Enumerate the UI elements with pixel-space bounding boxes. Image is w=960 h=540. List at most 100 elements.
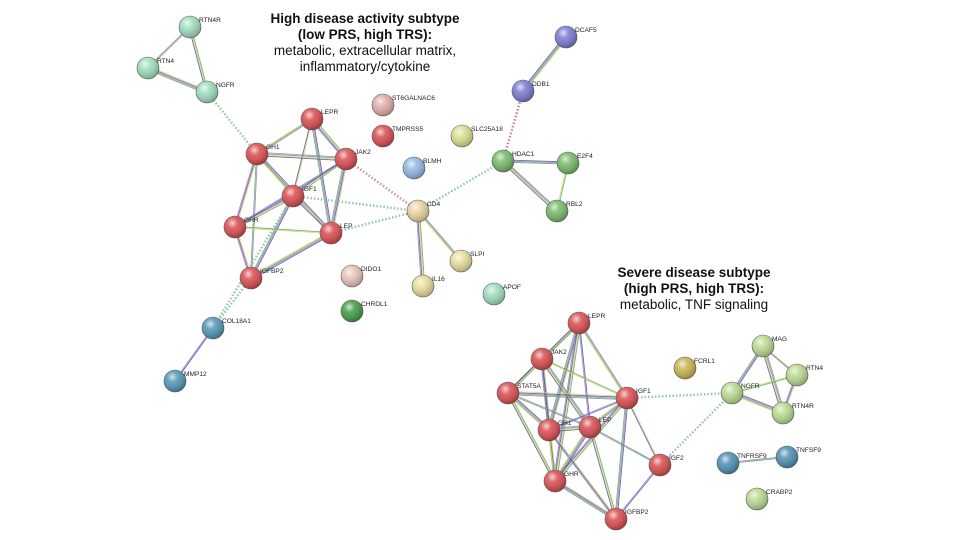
node-gloss bbox=[674, 357, 696, 379]
node-high-activity-igfbp2[interactable]: IGFBP2 bbox=[239, 266, 284, 290]
node-label: NGFR bbox=[741, 383, 760, 390]
node-severe-ngfr[interactable]: NGFR bbox=[720, 381, 760, 405]
node-label: JAK2 bbox=[551, 349, 567, 356]
caption-high-activity-line-2: inflammatory/cytokine bbox=[299, 58, 431, 74]
edge-high-activity-ngfr-gh1 bbox=[206, 91, 258, 155]
node-severe-stat5a[interactable]: STAT5A bbox=[496, 381, 542, 405]
node-gloss bbox=[492, 150, 514, 172]
node-gloss bbox=[512, 80, 534, 102]
node-high-activity-col18a1[interactable]: COL18A1 bbox=[201, 316, 251, 340]
node-gloss bbox=[776, 446, 798, 468]
node-high-activity-lep[interactable]: LEP bbox=[319, 221, 353, 245]
node-gloss bbox=[483, 283, 505, 305]
node-high-activity-cd4[interactable]: CD4 bbox=[406, 199, 441, 223]
node-severe-fcrl1[interactable]: FCRL1 bbox=[673, 356, 715, 380]
edge-severe-igf1-gh1 bbox=[548, 397, 628, 431]
node-label: RTN4R bbox=[792, 403, 814, 410]
node-severe-tnfsf9[interactable]: TNFSF9 bbox=[775, 445, 821, 469]
node-label: TNFRSF9 bbox=[737, 453, 767, 460]
node-high-activity-slpi[interactable]: SLPI bbox=[449, 249, 484, 273]
node-label: IL16 bbox=[432, 276, 445, 283]
node-severe-lepr[interactable]: LEPR bbox=[567, 311, 605, 335]
node-severe-tnfrsf9[interactable]: TNFRSF9 bbox=[716, 451, 767, 475]
node-label: RBL2 bbox=[566, 201, 583, 208]
node-severe-jak2[interactable]: JAK2 bbox=[530, 347, 567, 371]
node-label: IGFBP2 bbox=[260, 268, 284, 275]
node-high-activity-e2f4[interactable]: E2F4 bbox=[556, 151, 593, 175]
node-label: LEPR bbox=[321, 109, 338, 116]
node-high-activity-il16[interactable]: IL16 bbox=[411, 274, 445, 298]
node-severe-lep[interactable]: LEP bbox=[578, 415, 612, 439]
node-severe-mag[interactable]: MAG bbox=[751, 334, 787, 358]
edge-high-activity-cd4-il16 bbox=[415, 210, 426, 287]
node-high-activity-gh1[interactable]: GH1 bbox=[245, 142, 280, 166]
edge-high-activity-hdac1-ddb1 bbox=[501, 90, 525, 162]
node-label: IGF2 bbox=[669, 455, 684, 462]
node-severe-igf2[interactable]: IGF2 bbox=[648, 453, 684, 477]
node-high-activity-dcaf5[interactable]: DCAF5 bbox=[554, 25, 597, 49]
node-label: E2F4 bbox=[577, 153, 593, 160]
edge-high-activity-igf1-cd4 bbox=[292, 194, 419, 213]
edge-severe-gh1-igfbp2 bbox=[547, 429, 618, 520]
node-high-activity-ngfr[interactable]: NGFR bbox=[195, 80, 235, 104]
node-label: RTN4 bbox=[806, 365, 823, 372]
caption-severe-line-1: metabolic, TNF signaling bbox=[619, 296, 769, 312]
node-label: IGF1 bbox=[302, 186, 317, 193]
node-severe-rtn4r[interactable]: RTN4R bbox=[771, 401, 814, 425]
node-gloss bbox=[341, 265, 363, 287]
node-gloss bbox=[579, 416, 601, 438]
node-gloss bbox=[202, 317, 224, 339]
node-high-activity-apof[interactable]: APOF bbox=[482, 282, 521, 306]
node-high-activity-jak2[interactable]: JAK2 bbox=[334, 147, 371, 171]
edge-severe-jak2-igf1 bbox=[541, 358, 628, 399]
node-high-activity-rtn4r[interactable]: RTN4R bbox=[178, 15, 221, 39]
node-severe-rtn4[interactable]: RTN4 bbox=[785, 363, 823, 387]
node-high-activity-ddb1[interactable]: DDB1 bbox=[511, 79, 550, 103]
node-gloss bbox=[531, 348, 553, 370]
node-gloss bbox=[335, 148, 357, 170]
node-label: CD4 bbox=[427, 201, 441, 208]
node-gloss bbox=[546, 200, 568, 222]
node-high-activity-blmh[interactable]: BLMH bbox=[402, 156, 442, 180]
edge-high-activity-ghr-lep bbox=[234, 226, 332, 234]
node-gloss bbox=[721, 382, 743, 404]
node-high-activity-ghr[interactable]: GHR bbox=[223, 215, 259, 239]
node-high-activity-hdac1[interactable]: HDAC1 bbox=[491, 149, 535, 173]
node-high-activity-tmprss5[interactable]: TMPRSS5 bbox=[371, 124, 423, 148]
node-high-activity-igf1[interactable]: IGF1 bbox=[281, 184, 317, 208]
node-label: FCRL1 bbox=[694, 358, 715, 365]
edge-severe-lep-igfbp2 bbox=[588, 426, 618, 520]
edge-severe-ghr-igfbp2 bbox=[553, 479, 618, 521]
node-high-activity-mmp12[interactable]: MMP12 bbox=[163, 369, 207, 393]
node-gloss bbox=[746, 488, 768, 510]
edge-severe-lepr-ghr bbox=[552, 322, 582, 482]
node-high-activity-rtn4[interactable]: RTN4 bbox=[136, 56, 174, 80]
node-gloss bbox=[555, 26, 577, 48]
node-severe-ghr[interactable]: GHR bbox=[543, 469, 579, 493]
edge-severe-igf2-igfbp2 bbox=[615, 464, 661, 520]
node-high-activity-lepr[interactable]: LEPR bbox=[300, 107, 338, 131]
node-gloss bbox=[196, 81, 218, 103]
node-severe-igfbp2[interactable]: IGFBP2 bbox=[604, 507, 649, 531]
node-gloss bbox=[224, 216, 246, 238]
node-label: GH1 bbox=[266, 144, 280, 151]
node-severe-igf1[interactable]: IGF1 bbox=[615, 386, 651, 410]
node-label: ST6GALNAC6 bbox=[392, 95, 435, 102]
caption-high-activity-line-1: metabolic, extracellular matrix, bbox=[273, 42, 457, 58]
node-label: SLPI bbox=[470, 251, 484, 258]
node-label: DIDO1 bbox=[361, 266, 381, 273]
node-high-activity-st6galnac6[interactable]: ST6GALNAC6 bbox=[371, 93, 435, 117]
node-high-activity-slc25a18[interactable]: SLC25A18 bbox=[450, 124, 503, 148]
node-high-activity-chrdl1[interactable]: CHRDL1 bbox=[340, 299, 388, 323]
node-gloss bbox=[605, 508, 627, 530]
node-high-activity-dido1[interactable]: DIDO1 bbox=[340, 264, 381, 288]
node-gloss bbox=[649, 454, 671, 476]
node-high-activity-rbl2[interactable]: RBL2 bbox=[545, 199, 583, 223]
nodes-layer: RTN4RRTN4NGFRLEPRST6GALNAC6TMPRSS5GH1JAK… bbox=[136, 15, 823, 531]
edge-severe-igf1-igfbp2 bbox=[614, 397, 629, 520]
node-label: SLC25A18 bbox=[471, 126, 503, 133]
node-severe-gh1[interactable]: GH1 bbox=[537, 418, 572, 442]
edge-severe-lepr-lep bbox=[578, 322, 591, 428]
node-gloss bbox=[752, 335, 774, 357]
node-severe-crabp2[interactable]: CRABP2 bbox=[745, 487, 793, 511]
